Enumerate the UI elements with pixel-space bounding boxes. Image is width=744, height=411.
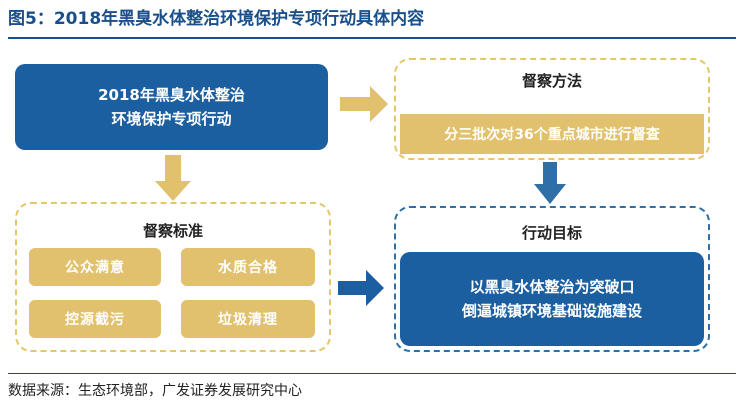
- campaign-title-line1: 2018年黑臭水体整治: [98, 86, 245, 104]
- standard-item: 控源截污: [29, 300, 161, 338]
- goal-line1: 以黑臭水体整治为突破口: [469, 278, 635, 296]
- standard-item: 垃圾清理: [181, 300, 315, 338]
- right-arrow-icon: [338, 270, 384, 306]
- method-item: 分三批次对36个重点城市进行督查: [400, 114, 704, 154]
- figure-title: 图5：2018年黑臭水体整治环境保护专项行动具体内容: [8, 9, 425, 29]
- down-arrow-icon: [155, 155, 191, 201]
- method-heading: 督察方法: [521, 72, 582, 90]
- method-box: 督察方法 分三批次对36个重点城市进行督查: [394, 58, 710, 160]
- right-arrow-icon: [340, 86, 388, 122]
- goal-heading: 行动目标: [521, 224, 582, 242]
- standards-heading: 督察标准: [142, 222, 203, 240]
- source-divider: [8, 373, 736, 374]
- standard-item: 水质合格: [181, 248, 315, 286]
- goal-line2: 倒逼城镇环境基础设施建设: [461, 302, 642, 320]
- goal-statement: 以黑臭水体整治为突破口 倒逼城镇环境基础设施建设: [400, 252, 704, 346]
- title-divider: [8, 37, 736, 39]
- standards-box: 督察标准 公众满意 水质合格 控源截污 垃圾清理: [15, 202, 331, 352]
- standard-item: 公众满意: [29, 248, 161, 286]
- campaign-box: 2018年黑臭水体整治 环境保护专项行动: [15, 64, 328, 150]
- down-arrow-icon: [534, 162, 566, 204]
- campaign-title-line2: 环境保护专项行动: [111, 110, 232, 128]
- goal-box: 行动目标 以黑臭水体整治为突破口 倒逼城镇环境基础设施建设: [394, 206, 710, 352]
- source-note: 数据来源：生态环境部，广发证券发展研究中心: [8, 383, 302, 399]
